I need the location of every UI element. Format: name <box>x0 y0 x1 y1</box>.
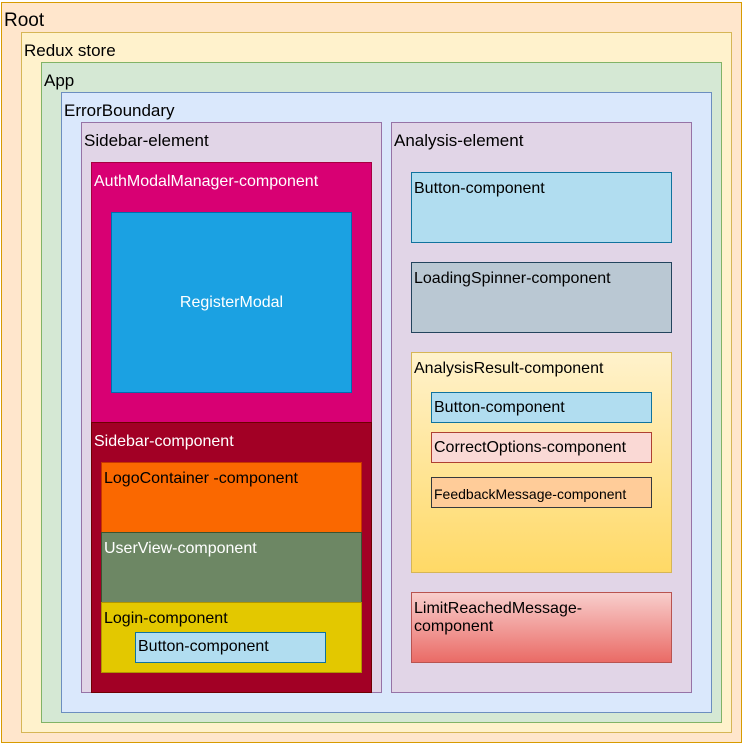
loading-spinner-label: LoadingSpinner-component <box>414 270 611 287</box>
logo-container-box: LogoContainer -component <box>101 462 362 533</box>
limit-reached-label: LimitReachedMessage-component <box>414 600 583 636</box>
login-button-box: Button-component <box>135 632 326 663</box>
correct-options-box: CorrectOptions-component <box>431 432 652 463</box>
analysis-result-label: AnalysisResult-component <box>414 360 604 377</box>
analysis-button-label: Button-component <box>414 180 545 197</box>
result-button-box: Button-component <box>431 392 652 423</box>
login-button-label: Button-component <box>138 638 269 655</box>
auth-modal-manager-label: AuthModalManager-component <box>94 173 319 190</box>
user-view-box: UserView-component <box>101 532 362 603</box>
result-button-label: Button-component <box>434 399 565 416</box>
register-modal-box: RegisterModal <box>111 212 352 393</box>
login-label: Login-component <box>104 610 228 627</box>
redux-store-label: Redux store <box>24 41 116 60</box>
correct-options-label: CorrectOptions-component <box>434 439 627 456</box>
analysis-button-box: Button-component <box>411 172 672 243</box>
feedback-message-label: FeedbackMessage-component <box>434 486 627 502</box>
root-label: Root <box>4 10 45 31</box>
sidebar-element-label: Sidebar-element <box>84 131 209 150</box>
register-modal-label: RegisterModal <box>179 293 284 311</box>
limit-reached-box: LimitReachedMessage-component <box>411 592 672 663</box>
user-view-label: UserView-component <box>104 540 257 557</box>
loading-spinner-box: LoadingSpinner-component <box>411 262 672 333</box>
sidebar-component-label: Sidebar-component <box>94 433 234 450</box>
app-label: App <box>44 71 75 90</box>
analysis-element-label: Analysis-element <box>394 131 524 150</box>
logo-container-label: LogoContainer -component <box>104 470 298 487</box>
feedback-message-box: FeedbackMessage-component <box>431 477 652 508</box>
error-boundary-label: ErrorBoundary <box>64 101 175 120</box>
